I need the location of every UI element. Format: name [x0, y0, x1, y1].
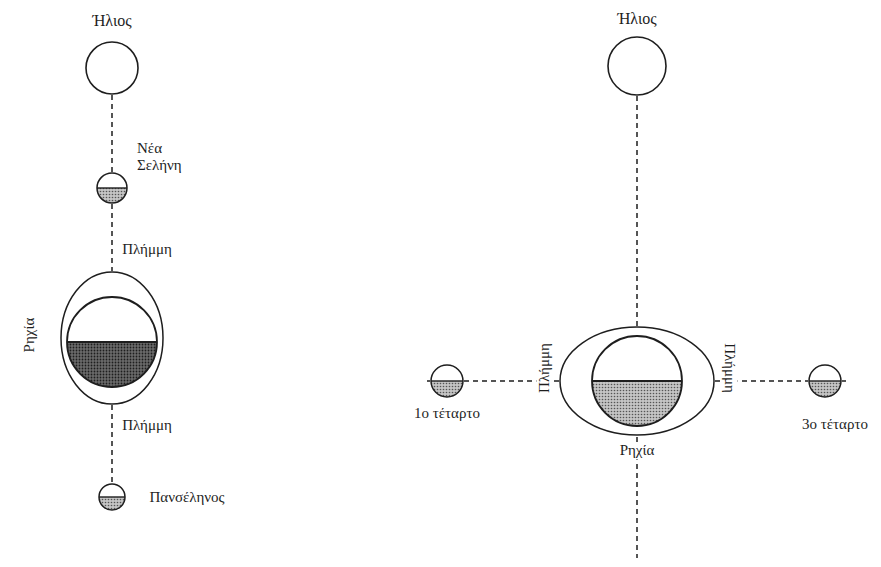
alignment-line	[111, 204, 113, 271]
moon-shadow	[431, 381, 463, 397]
tide-label: Πλήμμη	[122, 241, 172, 258]
sun-outline	[86, 42, 138, 94]
tide-bulge	[61, 272, 163, 404]
moon-shadow	[809, 381, 841, 397]
body-label: Ήλιος	[617, 10, 656, 28]
earth-outline	[67, 297, 157, 387]
moon-divider	[97, 187, 127, 188]
tide-ellipse-shape	[559, 326, 715, 436]
moon-circle-shape	[808, 364, 842, 398]
tide-ellipse-shape	[60, 271, 164, 405]
tide-label: Πλήμμη	[122, 417, 172, 434]
alignment-line	[111, 405, 113, 483]
moon-face	[431, 365, 463, 397]
axis-line	[427, 380, 430, 382]
moon-face	[809, 365, 841, 397]
moon-circle: Νέα Σελήνη	[96, 172, 128, 204]
body-label: 3ο τέταρτο	[802, 416, 868, 433]
tide-ellipse: ΠλήμμηΠλήμμηΡηχία	[559, 326, 715, 436]
moon-shadow	[97, 188, 127, 203]
moon-circle: 1ο τέταρτο	[430, 364, 464, 398]
earth-shadow	[67, 342, 157, 387]
moon-divider	[809, 380, 841, 381]
body-label: Ήλιος	[92, 12, 131, 30]
tide-label: Ρηχία	[21, 318, 38, 353]
earth-face	[67, 297, 157, 387]
moon-shadow	[99, 497, 125, 510]
moon-circle-shape	[96, 172, 128, 204]
axis-line	[842, 380, 846, 382]
tide-ellipse: ΠλήμμηΡηχίαΠλήμμη	[60, 271, 164, 405]
sun-outline	[608, 37, 666, 95]
moon-divider	[431, 380, 463, 381]
earth-divider	[592, 380, 682, 382]
moon-circle: Πανσέληνος	[98, 483, 126, 511]
earth-outline	[592, 336, 682, 426]
body-label: Νέα Σελήνη	[137, 140, 209, 175]
earth-face	[592, 336, 682, 426]
sun-circle-shape	[85, 41, 139, 95]
moon-face	[99, 484, 125, 510]
moon-face	[97, 173, 127, 203]
alignment-line	[636, 96, 638, 326]
moon-outline	[431, 365, 463, 397]
moon-circle-shape	[430, 364, 464, 398]
tide-bulge	[560, 327, 714, 435]
moon-outline	[99, 484, 125, 510]
body-label: Πανσέληνος	[149, 489, 224, 506]
alignment-line	[111, 95, 113, 172]
tide-label: Ρηχία	[618, 442, 657, 459]
body-label: 1ο τέταρτο	[414, 405, 480, 422]
moon-outline	[97, 173, 127, 203]
sun-circle: Ήλιος	[85, 41, 139, 95]
earth-divider	[67, 341, 157, 343]
moon-circle: 3ο τέταρτο	[808, 364, 842, 398]
tide-label: Πλήμμη	[536, 341, 553, 395]
moon-divider	[99, 496, 125, 497]
sun-circle: Ήλιος	[607, 36, 667, 96]
earth-shadow	[592, 381, 682, 426]
sun-circle-shape	[607, 36, 667, 96]
tide-label: Πλήμμη	[720, 341, 737, 395]
moon-circle-shape	[98, 483, 126, 511]
moon-outline	[809, 365, 841, 397]
